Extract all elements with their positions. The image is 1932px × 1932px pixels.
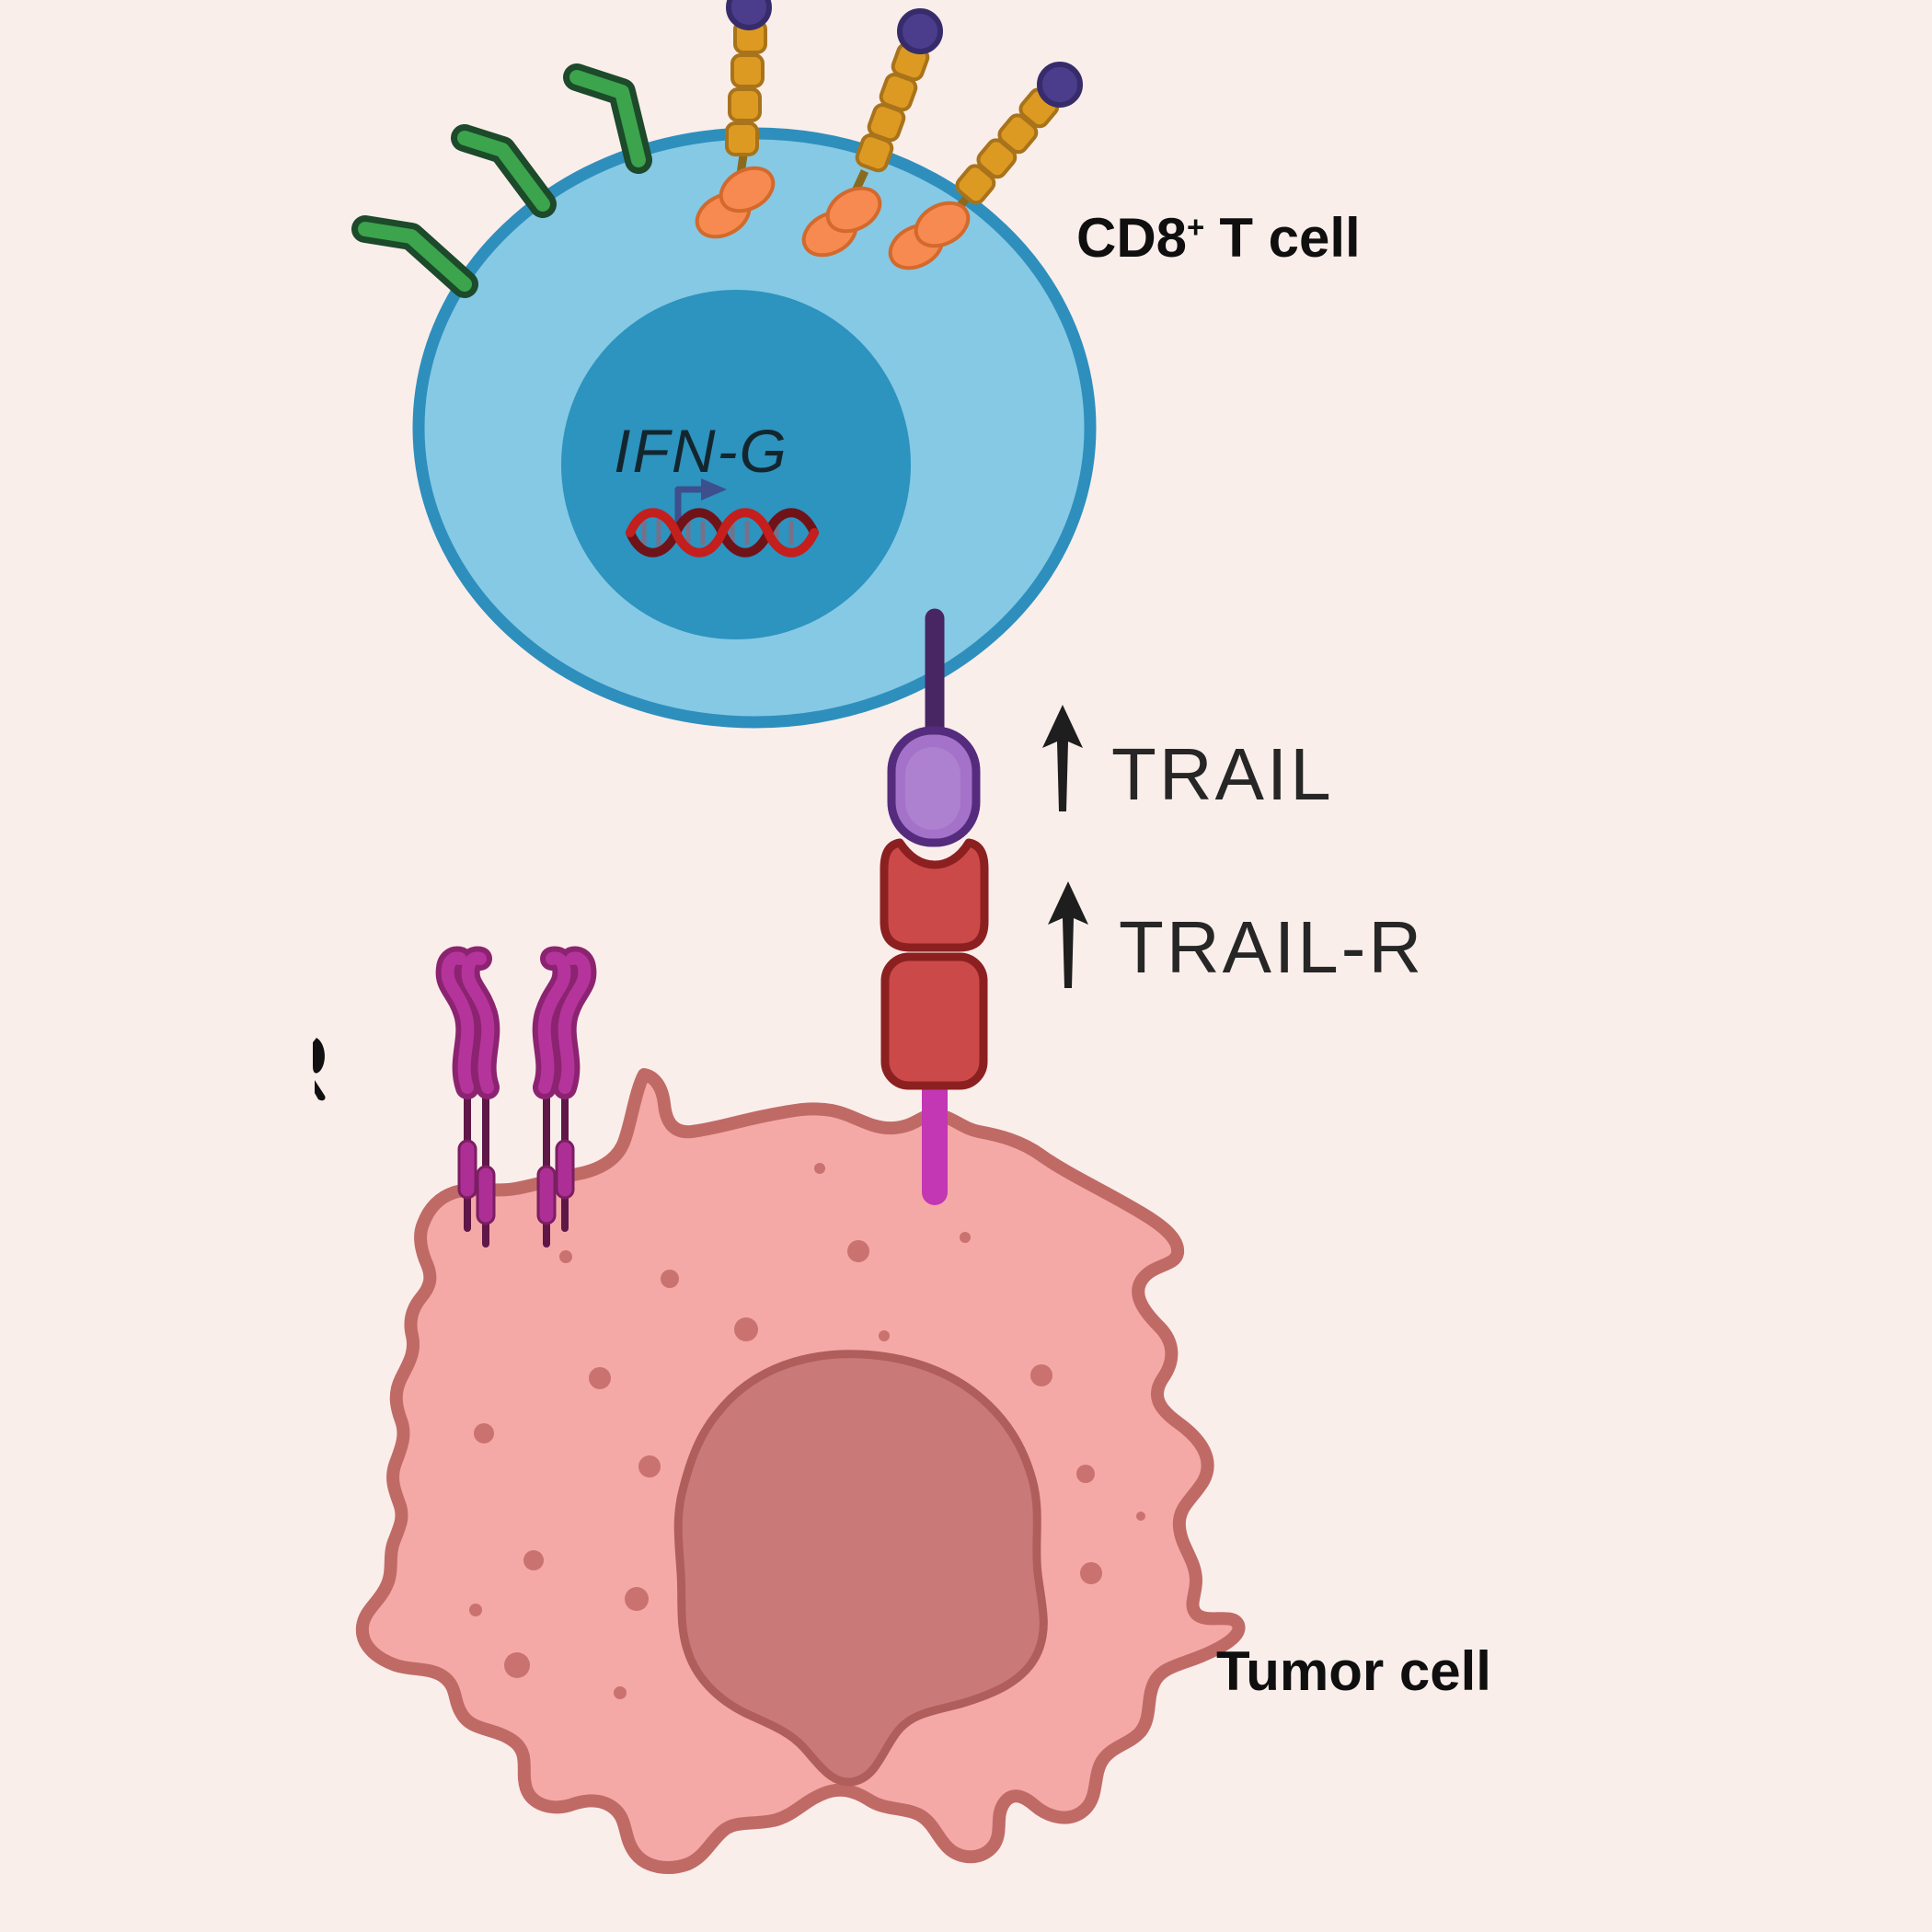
gene-label: IFN-G (614, 417, 788, 485)
segmented-receptor-icon (888, 62, 1083, 270)
t-cell-label-rest: T cell (1219, 207, 1361, 269)
t-cell-label-sup: + (1187, 210, 1205, 244)
up-arrow-icon (1042, 705, 1083, 811)
promoter-arrow-icon (674, 478, 727, 526)
tumor-cell (355, 1068, 1246, 1874)
cd8-t-cell (412, 127, 1097, 729)
green-receptors (351, 63, 652, 298)
tumor-surface-receptor-icon (435, 946, 500, 1248)
segmented-receptors (695, 0, 1083, 270)
tumor-surface-receptors (435, 946, 597, 1248)
t-cell-label: CD8+ T cell (1076, 206, 1361, 270)
upregulation-arrows (1042, 705, 1088, 988)
tumor-surface-receptor-icon (532, 946, 597, 1248)
segmented-receptor-icon (801, 8, 943, 258)
trail-ligand (887, 608, 981, 847)
trail-receptor-top-domain (880, 838, 989, 952)
receptor-tip-icon (726, 0, 772, 30)
cropped-text-artifact (313, 1038, 326, 1101)
segmented-receptor-icon (695, 0, 776, 239)
trail-receptor (880, 838, 989, 1205)
t-cell-label-base: CD8 (1076, 207, 1188, 269)
tumor-cell-nucleus (673, 1350, 1048, 1787)
trail-r-label: TRAIL-R (1119, 906, 1425, 988)
receptor-tip-icon (897, 8, 943, 54)
receptor-tip-icon (1037, 62, 1083, 108)
up-arrow-icon (1048, 881, 1088, 988)
dna-helix-icon (626, 508, 819, 558)
trail-label: TRAIL (1111, 733, 1334, 815)
trail-receptor-bottom-domain (880, 952, 988, 1090)
tumor-cell-label: Tumor cell (1216, 1640, 1491, 1702)
